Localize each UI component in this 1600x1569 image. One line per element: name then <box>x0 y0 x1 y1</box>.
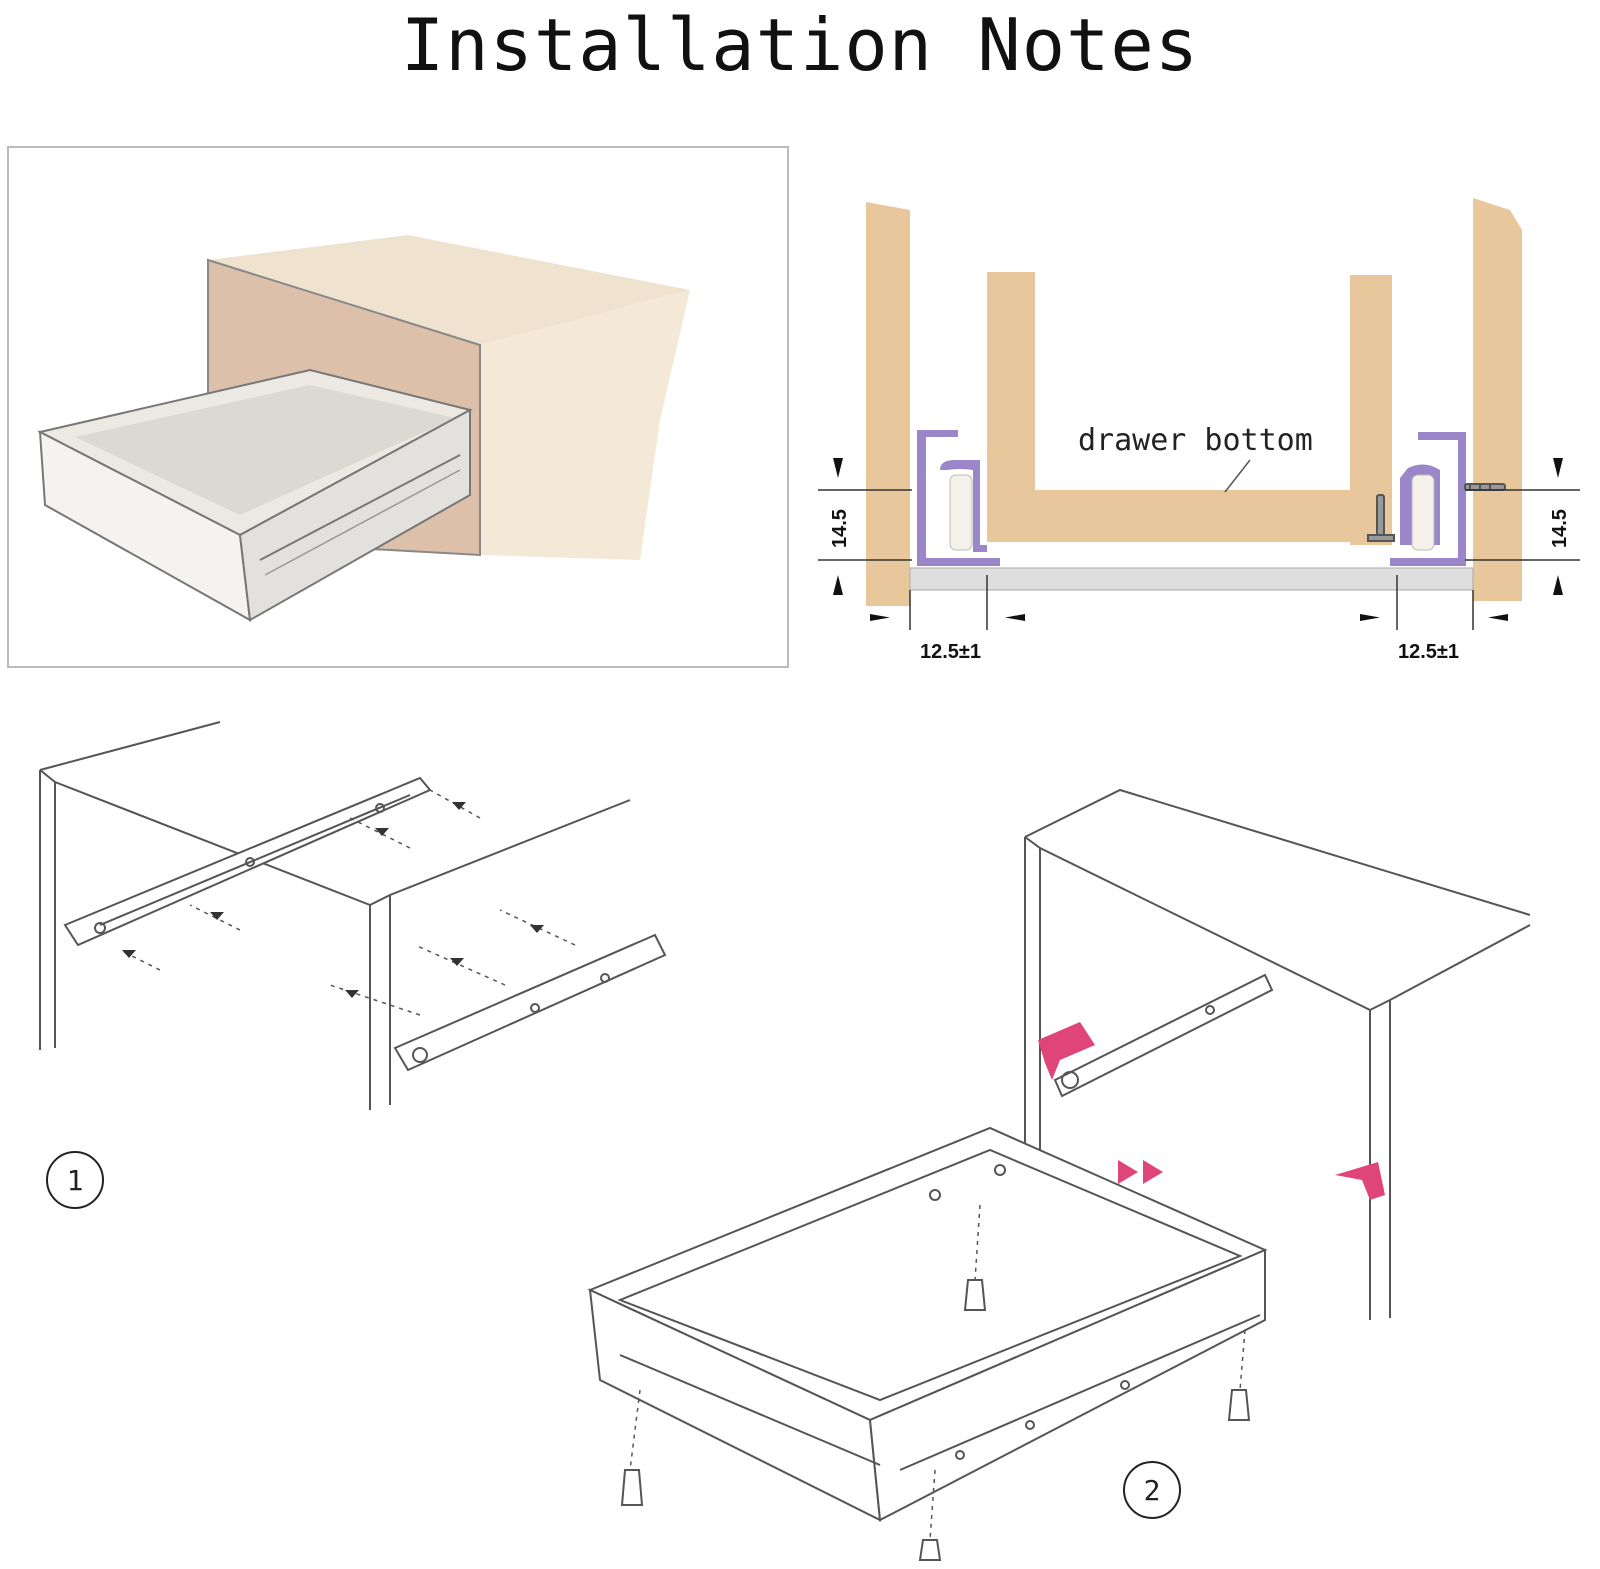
drawer-bottom-label: drawer bottom <box>1078 423 1313 458</box>
page-title: Installation Notes <box>400 3 1200 87</box>
drawer-illustration <box>7 146 789 668</box>
step-1-badge: 1 <box>46 1151 104 1209</box>
height-dimension-left: 14.5 <box>829 509 851 548</box>
step-2-illustration <box>587 788 1531 1561</box>
insert-direction-arrows <box>1038 1022 1385 1200</box>
step-1-illustration <box>39 721 667 1110</box>
gap-dimension-left: 12.5±1 <box>920 641 981 663</box>
gap-dimension-right: 12.5±1 <box>1398 641 1459 663</box>
step-2-badge: 2 <box>1123 1461 1181 1519</box>
cross-section-diagram: drawer bottom 14.5 14.5 <box>818 198 1580 663</box>
step-1-number: 1 <box>67 1164 84 1197</box>
height-dimension-right: 14.5 <box>1549 509 1571 548</box>
step-2-number: 2 <box>1144 1474 1161 1507</box>
